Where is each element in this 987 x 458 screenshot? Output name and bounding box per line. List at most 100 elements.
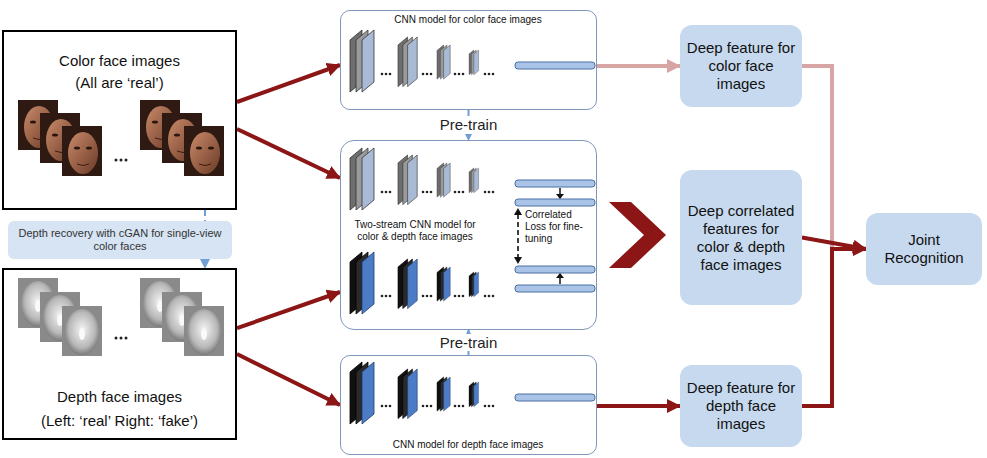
process-box: Depth recovery with cGAN for single-view… [8,221,232,259]
output-box: Joint Recognition [866,213,982,285]
illustration-part [437,267,450,301]
illustration-part [398,259,417,309]
illustration-part [422,191,425,194]
illustration-part [462,73,465,76]
illustration-part [462,191,465,194]
illustration-part [125,159,128,162]
node-title: CNN model for color face images [341,14,595,26]
illustration-part [422,295,425,298]
illustration-part [492,295,495,298]
illustration-part [381,73,384,76]
illustration-part [454,295,457,298]
node-text: (All are ‘real’) [4,74,235,92]
illustration-part [430,405,433,408]
illustration-part [469,382,479,407]
illustration-part [515,285,595,292]
model-box: Two-stream CNN model for color & depth f… [340,140,597,330]
illustration-part [62,126,102,176]
illustration-part [184,126,224,176]
feature-box: Deep feature for color face images [680,25,802,107]
illustration-part [484,295,487,298]
node-title: Two-stream CNN model for color & depth f… [345,219,485,243]
illustration-part [469,272,479,297]
illustration-part [120,337,123,340]
illustration-part [389,73,392,76]
node-title: Joint Recognition [872,231,976,267]
node-text: Correlated Loss for fine-tuning [525,209,593,245]
illustration-part [381,405,384,408]
connector [237,292,340,328]
illustration-part [389,405,392,408]
illustration-part [515,180,595,187]
illustration-part [115,159,118,162]
feature-box: Deep feature for depth face images [680,365,802,447]
edge-label: Pre-train [437,116,501,133]
illustration-part [437,163,450,197]
edge-label: Pre-train [437,334,501,351]
illustration-part [488,295,491,298]
illustration-part [556,273,564,278]
illustration-part [454,405,457,408]
illustration-part [426,191,429,194]
illustration-part [385,405,388,408]
illustration-part [492,73,495,76]
illustration-part [398,37,417,87]
illustration-part [115,337,118,340]
illustration-part [426,295,429,298]
illustration-part [515,62,595,69]
illustration-part [515,266,595,273]
illustration-part [350,252,374,314]
illustration-part [484,191,487,194]
illustration-part [515,394,595,401]
illustration-part [381,191,384,194]
illustration-part [458,405,461,408]
illustration-part [437,377,450,411]
illustration-part [385,191,388,194]
illustration-part [514,208,522,215]
illustration-part [398,155,417,205]
connector [802,249,866,406]
illustration-part [514,257,522,264]
illustration-part [515,199,595,206]
connector [802,66,866,249]
illustration-part [488,405,491,408]
connector [597,64,680,68]
node-text: (Left: ‘real’ Right: ‘fake’) [4,412,235,430]
illustration-part [430,295,433,298]
node-title: Color face images [4,52,235,70]
chevron-arrow [609,202,666,268]
illustration-part [454,73,457,76]
illustration-part [389,295,392,298]
illustration-part [458,73,461,76]
illustration-part [62,306,102,356]
illustration-part [484,73,487,76]
connector [204,210,206,221]
connector [237,65,340,102]
illustration-part [469,168,479,193]
illustration-part [492,405,495,408]
node-title: Deep feature for depth face images [686,379,796,433]
node-title: CNN model for depth face images [341,439,595,451]
illustration-part [430,191,433,194]
illustration-part [422,73,425,76]
illustration-part [437,45,450,79]
connector [237,354,340,405]
model-box: CNN model for color face images [340,10,597,110]
illustration-part [488,73,491,76]
model-box: CNN model for depth face images [340,355,597,455]
illustration-part [454,191,457,194]
illustration-part [350,148,374,210]
illustration-part [422,405,425,408]
illustration-part [381,295,384,298]
illustration-part [184,306,224,356]
illustration-part [426,405,429,408]
illustration-part [559,277,561,284]
node-title: Depth recovery with cGAN for single-view… [14,227,226,253]
illustration-part [350,362,374,424]
illustration-part [492,191,495,194]
connector [237,129,340,178]
illustration-part [430,73,433,76]
illustration-part [398,369,417,419]
connector [597,404,680,408]
